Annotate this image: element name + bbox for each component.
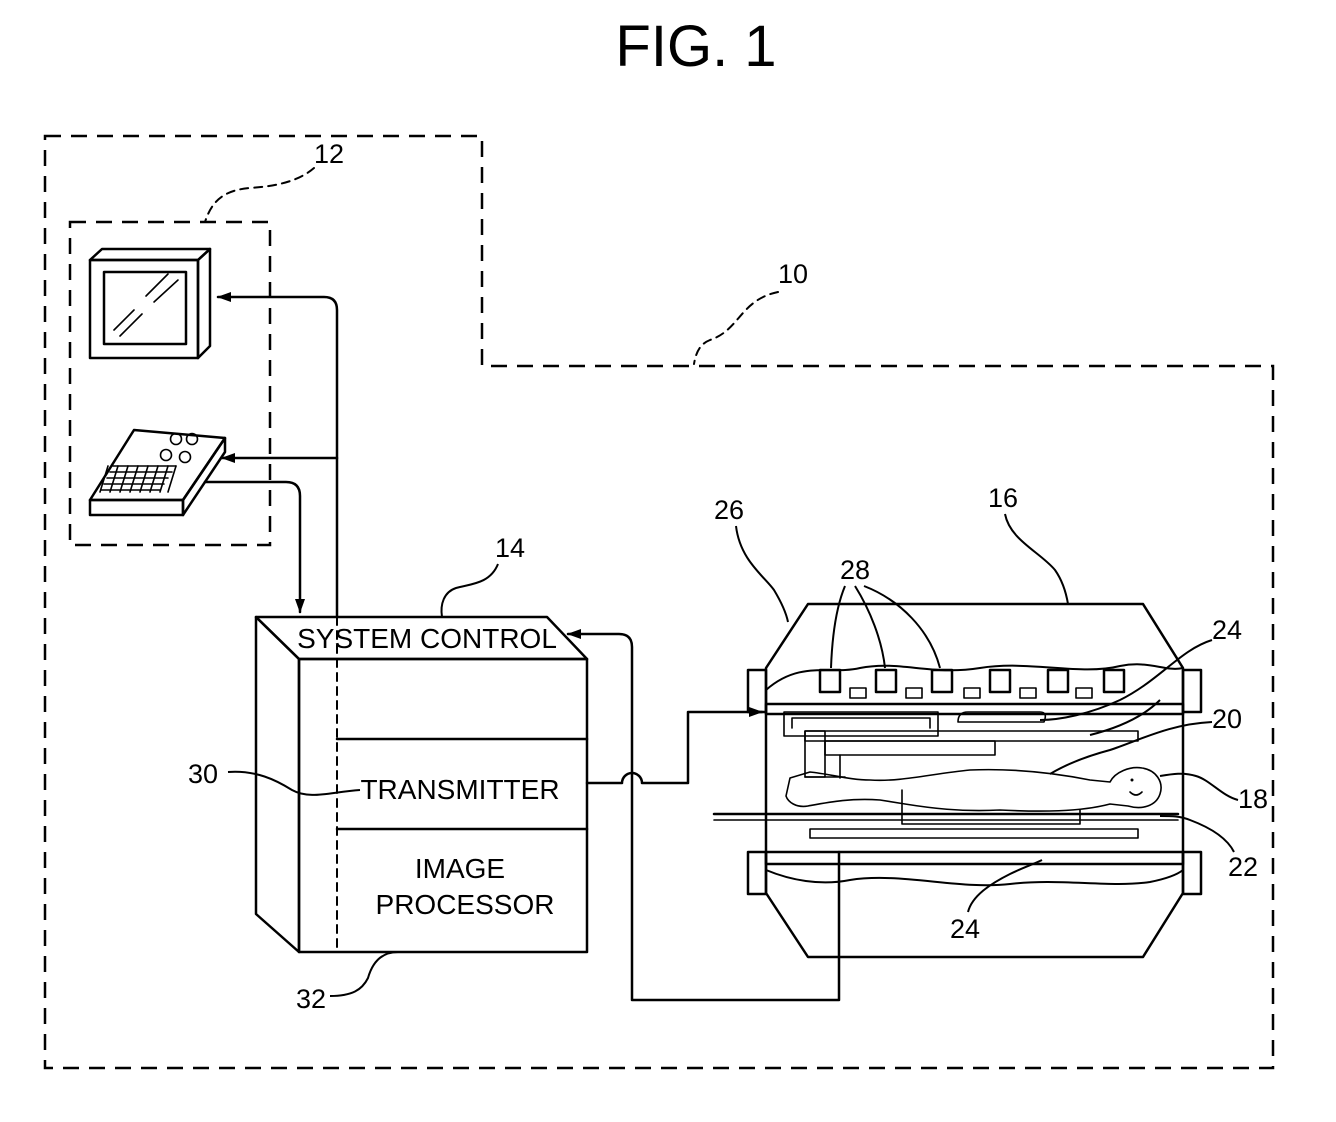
system-boundary — [45, 136, 1273, 1068]
ref-28-leader-2 — [855, 586, 885, 668]
ref-30-leader — [228, 772, 360, 795]
ref-20: 20 — [1212, 704, 1242, 734]
ref-24-lower: 24 — [950, 914, 980, 944]
ref-12-leader — [205, 168, 314, 222]
ref-26-leader — [736, 526, 788, 622]
receiver-return-line — [568, 634, 839, 1000]
ref-10: 10 — [778, 259, 808, 289]
ref-18-leader — [1160, 774, 1238, 800]
ref-16: 16 — [988, 483, 1018, 513]
ref-12: 12 — [314, 139, 344, 169]
transmitter-output-line — [587, 712, 762, 783]
ref-20-leader — [1050, 722, 1212, 774]
figure-title: FIG. 1 — [615, 14, 776, 79]
mri-scanner — [714, 604, 1201, 957]
ref-22: 22 — [1228, 852, 1258, 882]
transmitter-label: TRANSMITTER — [360, 774, 559, 805]
monitor-icon — [90, 249, 210, 358]
ref-32: 32 — [296, 984, 326, 1014]
ref-30: 30 — [188, 759, 218, 789]
ref-14: 14 — [495, 533, 525, 563]
ref-18: 18 — [1238, 784, 1268, 814]
ref-26: 26 — [714, 495, 744, 525]
ref-16-leader — [1005, 514, 1068, 604]
ref-32-leader — [330, 952, 398, 996]
keyboard-input-line — [205, 482, 300, 612]
ref-24-upper-leader — [1040, 640, 1212, 720]
ref-14-leader — [442, 564, 498, 617]
ref-22-leader — [1160, 816, 1234, 852]
image-processor-label-line1: IMAGE — [415, 853, 505, 884]
keyboard-icon — [90, 430, 225, 515]
ref-24-upper: 24 — [1212, 615, 1242, 645]
ref-28-leader-1 — [831, 586, 845, 668]
ref-10-leader — [694, 292, 778, 364]
image-processor-label-line2: PROCESSOR — [376, 889, 555, 920]
operator-console-boundary — [70, 222, 270, 545]
ref-28: 28 — [840, 555, 870, 585]
system-control-label: SYSTEM CONTROL — [297, 623, 557, 654]
